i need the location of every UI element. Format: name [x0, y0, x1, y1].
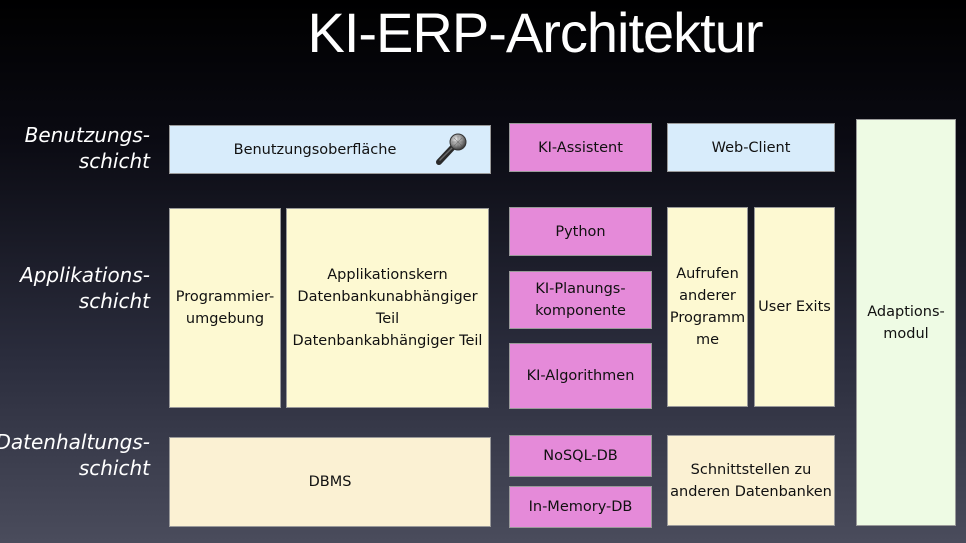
- box-label: In-Memory-DB: [528, 499, 633, 515]
- layer-label-benutzungsschicht: Benutzungs- schicht: [25, 122, 150, 174]
- box-label-line: Datenbankunabhängiger: [297, 289, 478, 305]
- microphone-icon: [436, 133, 467, 165]
- box-ki-algorithmen: KI-Algorithmen: [509, 343, 652, 409]
- box-text: Adaptions- modul: [867, 301, 945, 345]
- box-text: Programmier- umgebung: [176, 286, 275, 330]
- box-user-exits: User Exits: [754, 207, 835, 407]
- box-label-line: modul: [883, 325, 929, 342]
- box-label-line: komponente: [535, 303, 626, 319]
- box-text: Applikationskern Datenbankunabhängiger T…: [293, 264, 483, 352]
- box-text: KI-Planungs- komponente: [535, 278, 626, 322]
- layer-label-applikationsschicht: Applikations- schicht: [20, 262, 150, 314]
- box-label-line: KI-Planungs-: [535, 281, 626, 297]
- box-ki-planungskomponente: KI-Planungs- komponente: [509, 271, 652, 329]
- box-label: Python: [555, 223, 606, 240]
- box-label-line: anderen Datenbanken: [670, 483, 832, 500]
- box-dbms: DBMS: [169, 437, 491, 527]
- box-schnittstellen: Schnittstellen zu anderen Datenbanken: [667, 435, 835, 526]
- box-adaptionsmodul: Adaptions- modul: [856, 119, 956, 526]
- box-label-line: Adaptions-: [867, 303, 945, 320]
- box-applikationskern: Applikationskern Datenbankunabhängiger T…: [286, 208, 489, 408]
- box-label: User Exits: [758, 299, 831, 315]
- box-label: KI-Assistent: [538, 139, 623, 156]
- box-label: DBMS: [308, 474, 352, 490]
- box-label-line: Aufrufen: [676, 266, 739, 282]
- box-text: Aufrufen anderer Programm me: [670, 263, 745, 351]
- box-label-line: Programmier-: [175, 289, 275, 305]
- layer-label-line: schicht: [78, 456, 150, 480]
- box-label-line: Datenbankabhängiger Teil: [292, 333, 483, 349]
- layer-label-line: Applikations-: [20, 263, 150, 287]
- box-label-line: anderer: [679, 288, 736, 304]
- box-aufrufen-anderer-programme: Aufrufen anderer Programm me: [667, 207, 748, 407]
- layer-label-line: schicht: [78, 149, 150, 173]
- box-label: KI-Algorithmen: [526, 368, 635, 384]
- layer-label-line: Benutzungs-: [24, 123, 150, 147]
- box-text: Schnittstellen zu anderen Datenbanken: [670, 459, 832, 503]
- box-in-memory-db: In-Memory-DB: [509, 486, 652, 528]
- layer-label-datenhaltungsschicht: Datenhaltungs- schicht: [0, 429, 150, 481]
- box-programmierumgebung: Programmier- umgebung: [169, 208, 281, 408]
- box-label-line: Applikationskern: [327, 267, 448, 283]
- page-title: KI-ERP-Architektur: [307, 1, 764, 64]
- box-benutzungsoberflaeche: Benutzungsoberfläche: [169, 125, 491, 174]
- box-label-line: Schnittstellen zu: [690, 461, 812, 478]
- box-label-line: Programm: [669, 310, 746, 326]
- layer-label-line: schicht: [78, 289, 150, 313]
- box-web-client: Web-Client: [667, 123, 835, 172]
- layer-label-line: Datenhaltungs-: [0, 430, 150, 454]
- box-ki-assistent: KI-Assistent: [509, 123, 652, 172]
- box-label-line: me: [695, 332, 720, 348]
- box-nosql-db: NoSQL-DB: [509, 435, 652, 477]
- box-python: Python: [509, 207, 652, 256]
- box-label: Benutzungsoberfläche: [233, 141, 397, 158]
- box-label-line: umgebung: [185, 311, 265, 327]
- box-label-line: Teil: [375, 311, 400, 327]
- box-label: NoSQL-DB: [543, 448, 618, 464]
- box-label: Web-Client: [711, 139, 791, 156]
